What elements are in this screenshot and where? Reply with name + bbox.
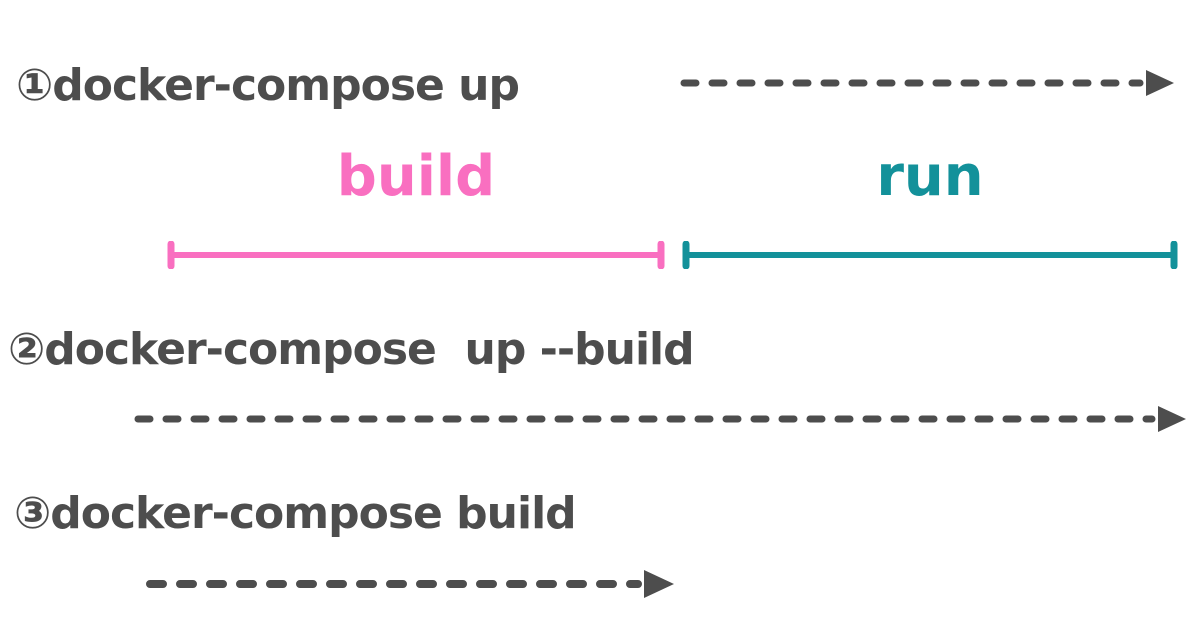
build-phase-label: build <box>336 144 496 209</box>
command-3-label: ③docker-compose build <box>14 488 577 539</box>
command-3-arrowhead <box>644 570 674 598</box>
command-1-label: ①docker-compose up <box>16 60 520 111</box>
command-1-arrowhead <box>1146 70 1174 96</box>
run-phase-label: run <box>876 144 984 209</box>
command-2-arrowhead <box>1158 406 1186 432</box>
command-2-dashed-arrow <box>134 406 1186 432</box>
build-phase-range <box>167 241 665 269</box>
run-phase-range <box>682 241 1178 269</box>
command-1-dashed-arrow <box>680 70 1174 96</box>
command-3-dashed-arrow <box>146 570 674 598</box>
command-2-label: ②docker-compose up --build <box>8 324 695 375</box>
